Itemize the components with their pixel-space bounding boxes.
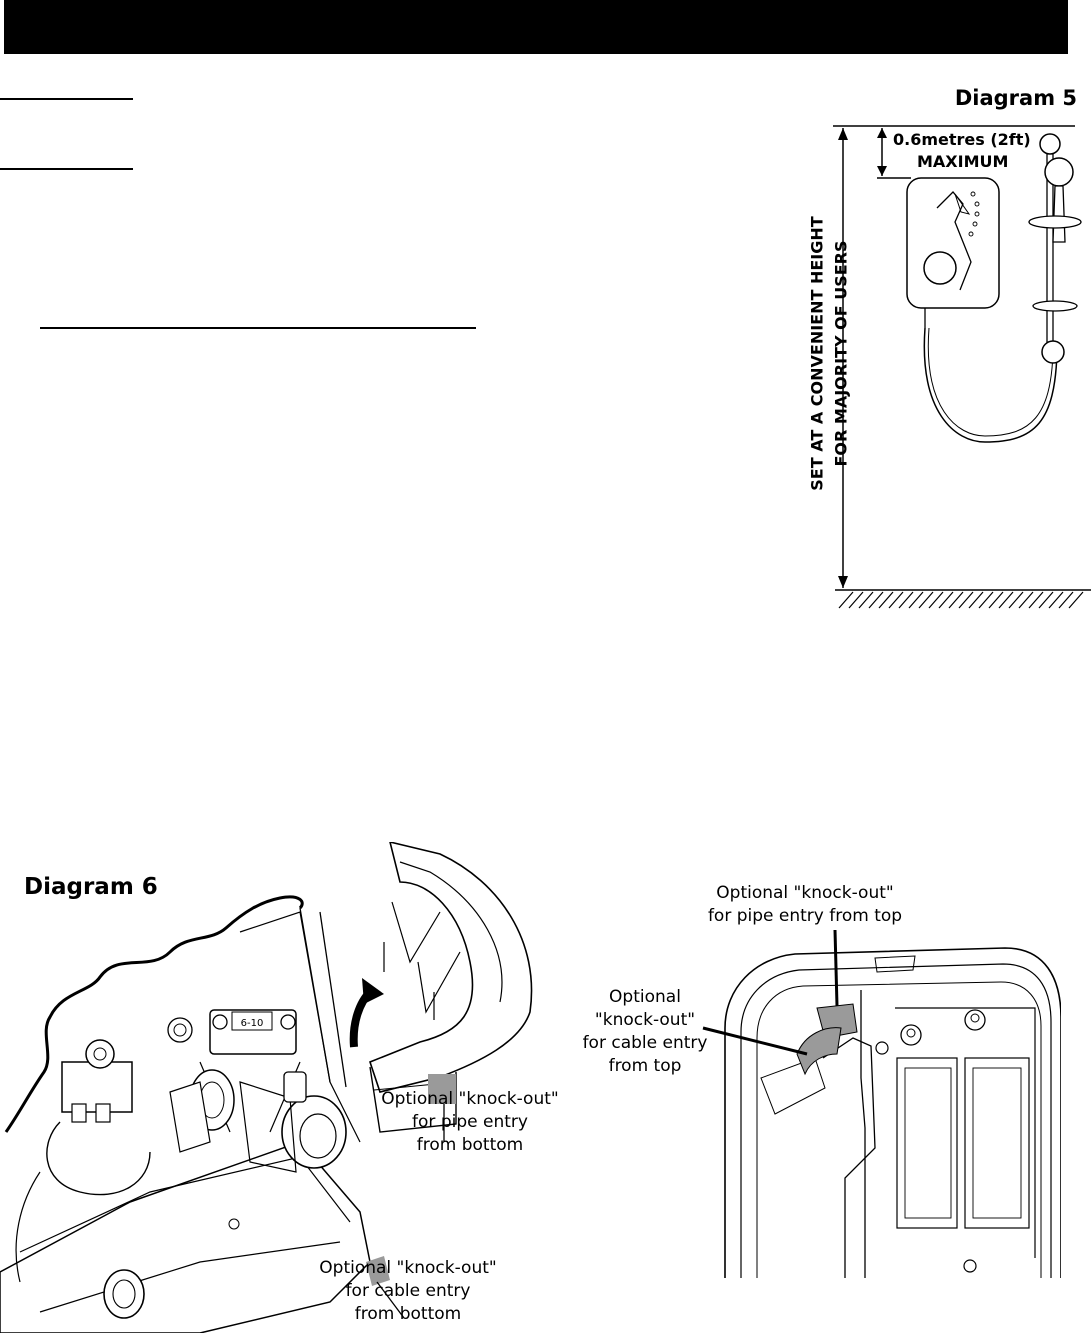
callout-pipe-top: Optional "knock-out" for pipe entry from… bbox=[707, 883, 903, 926]
diagram-6-left: 6-10 bbox=[0, 842, 565, 1333]
callout-cable-bottom: Optional "knock-out" for cable entry fro… bbox=[319, 1258, 497, 1324]
height-label-1: SET AT A CONVENIENT HEIGHT bbox=[807, 216, 827, 491]
callout-pipe-bottom: Optional "knock-out" for pipe entry from… bbox=[381, 1089, 559, 1155]
max-height-label-2: MAXIMUM bbox=[917, 152, 1009, 171]
diagram-5-title: Diagram 5 bbox=[954, 86, 1077, 110]
heading-rule-2 bbox=[0, 168, 133, 170]
diagram-6-right-drawing bbox=[702, 929, 1061, 1278]
header-bar bbox=[4, 0, 1068, 54]
heading-rule-3 bbox=[40, 327, 476, 329]
diagram-5: Diagram 5 0.6metres (2ft) MAXIMUM SET AT… bbox=[795, 82, 1091, 612]
diagram-6-title: Diagram 6 bbox=[24, 874, 158, 900]
height-label-2: FOR MAJORITY OF USERS bbox=[831, 240, 851, 467]
callout-cable-top: Optional "knock-out" for cable entry fro… bbox=[582, 987, 708, 1076]
diagram-5-drawing bbox=[833, 125, 1091, 609]
unit-label: 6-10 bbox=[241, 1018, 264, 1029]
max-height-label-1: 0.6metres (2ft) bbox=[893, 130, 1031, 149]
heading-rule-1 bbox=[0, 98, 133, 100]
diagram-6-right: Optional "knock-out" for pipe entry from… bbox=[575, 878, 1061, 1278]
diagram-6-left-drawing: 6-10 bbox=[0, 842, 533, 1333]
